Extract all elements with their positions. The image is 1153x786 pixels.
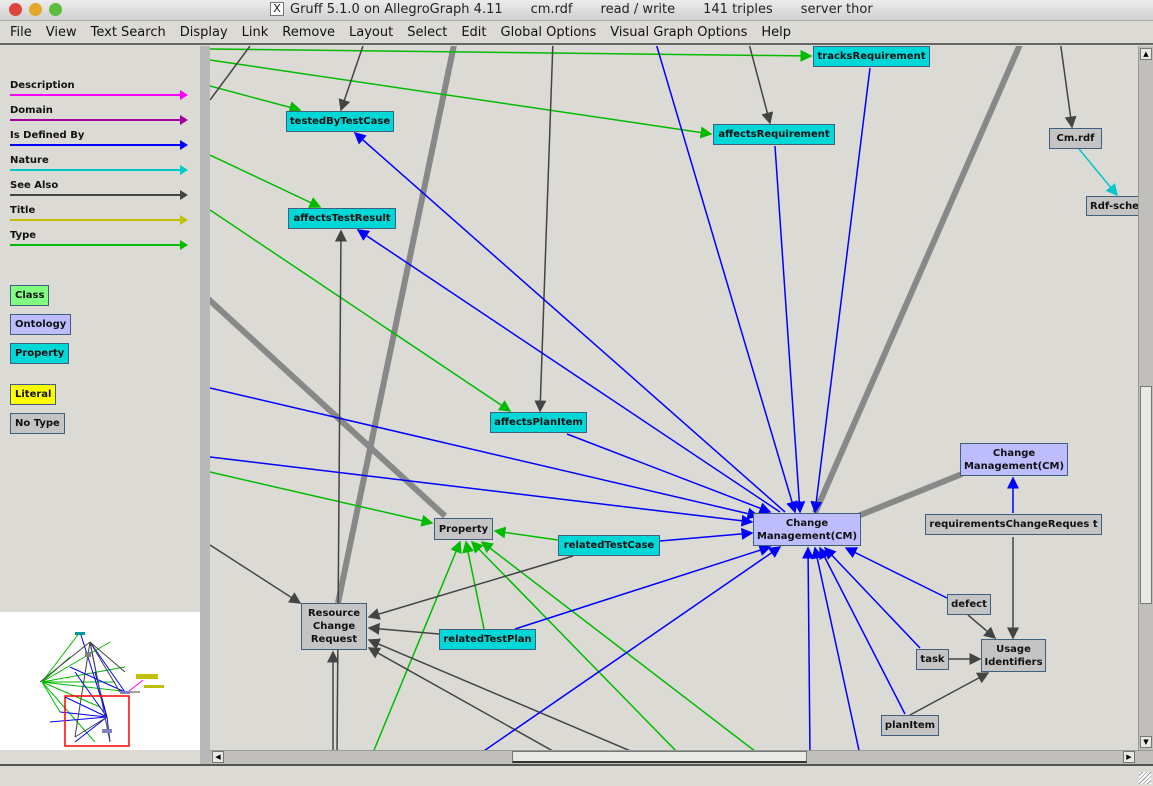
node-cm-rdf[interactable]: Cm.rdf (1049, 128, 1102, 149)
app-title: Gruff 5.1.0 on AllegroGraph 4.11 (290, 2, 503, 17)
legend-property[interactable]: Property (10, 343, 70, 364)
node-tested-by-test-case[interactable]: testedByTestCase (286, 111, 394, 132)
legend-class[interactable]: Class (10, 285, 50, 306)
zoom-button[interactable] (49, 3, 62, 16)
arrow-icon (180, 165, 188, 175)
scroll-down-arrow-icon[interactable]: ▼ (1140, 736, 1152, 748)
panel-divider[interactable] (200, 46, 210, 764)
menu-visual-graph-options[interactable]: Visual Graph Options (610, 24, 748, 40)
arrow-icon (180, 215, 188, 225)
menu-edit[interactable]: Edit (461, 24, 487, 40)
minimap-literal (136, 674, 158, 679)
arrow-icon (180, 90, 188, 100)
menu-remove[interactable]: Remove (282, 24, 336, 40)
graph-overview-minimap[interactable] (0, 612, 200, 750)
arrow-icon (180, 140, 188, 150)
vertical-scroll-thumb[interactable] (1140, 386, 1152, 604)
menu-bar: File View Text Search Display Link Remov… (0, 21, 1153, 45)
menu-display[interactable]: Display (179, 24, 228, 40)
close-button[interactable] (9, 3, 22, 16)
legend-label: Title (10, 205, 36, 216)
title-bar: X Gruff 5.1.0 on AllegroGraph 4.11 cm.rd… (0, 0, 1153, 21)
thick-edges (210, 46, 1023, 604)
arrow-icon (180, 190, 188, 200)
horizontal-scroll-thumb[interactable] (512, 751, 807, 763)
legend-label: Description (10, 80, 75, 91)
vertical-scrollbar[interactable]: ▲ ▼ (1138, 46, 1153, 750)
node-change-management-ontology[interactable]: Change Management(CM) (960, 443, 1068, 476)
menu-help[interactable]: Help (761, 24, 792, 40)
server-name: server thor (800, 2, 873, 17)
legend-label: Type (10, 230, 37, 241)
window-title: X Gruff 5.1.0 on AllegroGraph 4.11 cm.rd… (270, 2, 901, 17)
legend-literal[interactable]: Literal (10, 384, 57, 405)
legend-panel: Description Domain Is Defined By Nature … (0, 46, 200, 612)
legend-is-defined-by[interactable]: Is Defined By (10, 130, 190, 150)
legend-ontology[interactable]: Ontology (10, 314, 72, 335)
legend-label: Is Defined By (10, 130, 85, 141)
legend-label: Domain (10, 105, 53, 116)
node-related-test-plan[interactable]: relatedTestPlan (439, 629, 536, 650)
legend-title[interactable]: Title (10, 205, 190, 225)
status-bar (0, 764, 1153, 786)
node-requirements-change-request[interactable]: requirementsChangeReques t (925, 514, 1102, 535)
legend-description[interactable]: Description (10, 80, 190, 100)
node-affects-plan-item[interactable]: affectsPlanItem (490, 412, 587, 433)
legend-type[interactable]: Type (10, 230, 190, 250)
menu-global-options[interactable]: Global Options (500, 24, 597, 40)
node-tracks-requirement[interactable]: tracksRequirement (813, 46, 930, 67)
node-property[interactable]: Property (434, 518, 493, 540)
access-mode: read / write (600, 2, 676, 17)
menu-text-search[interactable]: Text Search (90, 24, 166, 40)
node-change-management-main[interactable]: Change Management(CM) (753, 513, 861, 546)
node-rdf-schema[interactable]: Rdf-sche (1086, 196, 1138, 216)
node-affects-test-result[interactable]: affectsTestResult (288, 208, 396, 229)
menu-select[interactable]: Select (407, 24, 448, 40)
graph-edges (210, 46, 1118, 750)
scroll-right-arrow-icon[interactable]: ▶ (1123, 751, 1135, 763)
menu-link[interactable]: Link (241, 24, 269, 40)
menu-file[interactable]: File (10, 24, 32, 40)
minimize-button[interactable] (29, 3, 42, 16)
legend-label: Nature (10, 155, 49, 166)
legend-label: See Also (10, 180, 59, 191)
scroll-left-arrow-icon[interactable]: ◀ (212, 751, 224, 763)
x11-icon: X (270, 2, 284, 16)
node-usage-identifiers[interactable]: Usage Identifiers (981, 639, 1046, 672)
file-name: cm.rdf (530, 2, 573, 17)
menu-view[interactable]: View (45, 24, 77, 40)
node-task[interactable]: task (916, 649, 949, 670)
arrow-icon (180, 240, 188, 250)
minimap-viewport[interactable] (64, 695, 130, 747)
legend-no-type[interactable]: No Type (10, 413, 65, 434)
node-related-test-case[interactable]: relatedTestCase (558, 535, 660, 556)
triple-count: 141 triples (703, 2, 773, 17)
menu-layout[interactable]: Layout (349, 24, 394, 40)
arrow-icon (180, 115, 188, 125)
node-plan-item[interactable]: planItem (881, 715, 939, 736)
node-affects-requirement[interactable]: affectsRequirement (713, 124, 835, 145)
horizontal-scrollbar[interactable]: ◀ ▶ (210, 750, 1153, 764)
legend-nature[interactable]: Nature (10, 155, 190, 175)
node-defect[interactable]: defect (947, 594, 991, 615)
node-resource-change-request[interactable]: Resource Change Request (301, 603, 367, 650)
resize-grip-icon[interactable] (1139, 772, 1151, 784)
scroll-up-arrow-icon[interactable]: ▲ (1140, 48, 1152, 60)
legend-domain[interactable]: Domain (10, 105, 190, 125)
graph-canvas[interactable]: tracksRequirement testedByTestCase affec… (210, 46, 1138, 750)
legend-see-also[interactable]: See Also (10, 180, 190, 200)
